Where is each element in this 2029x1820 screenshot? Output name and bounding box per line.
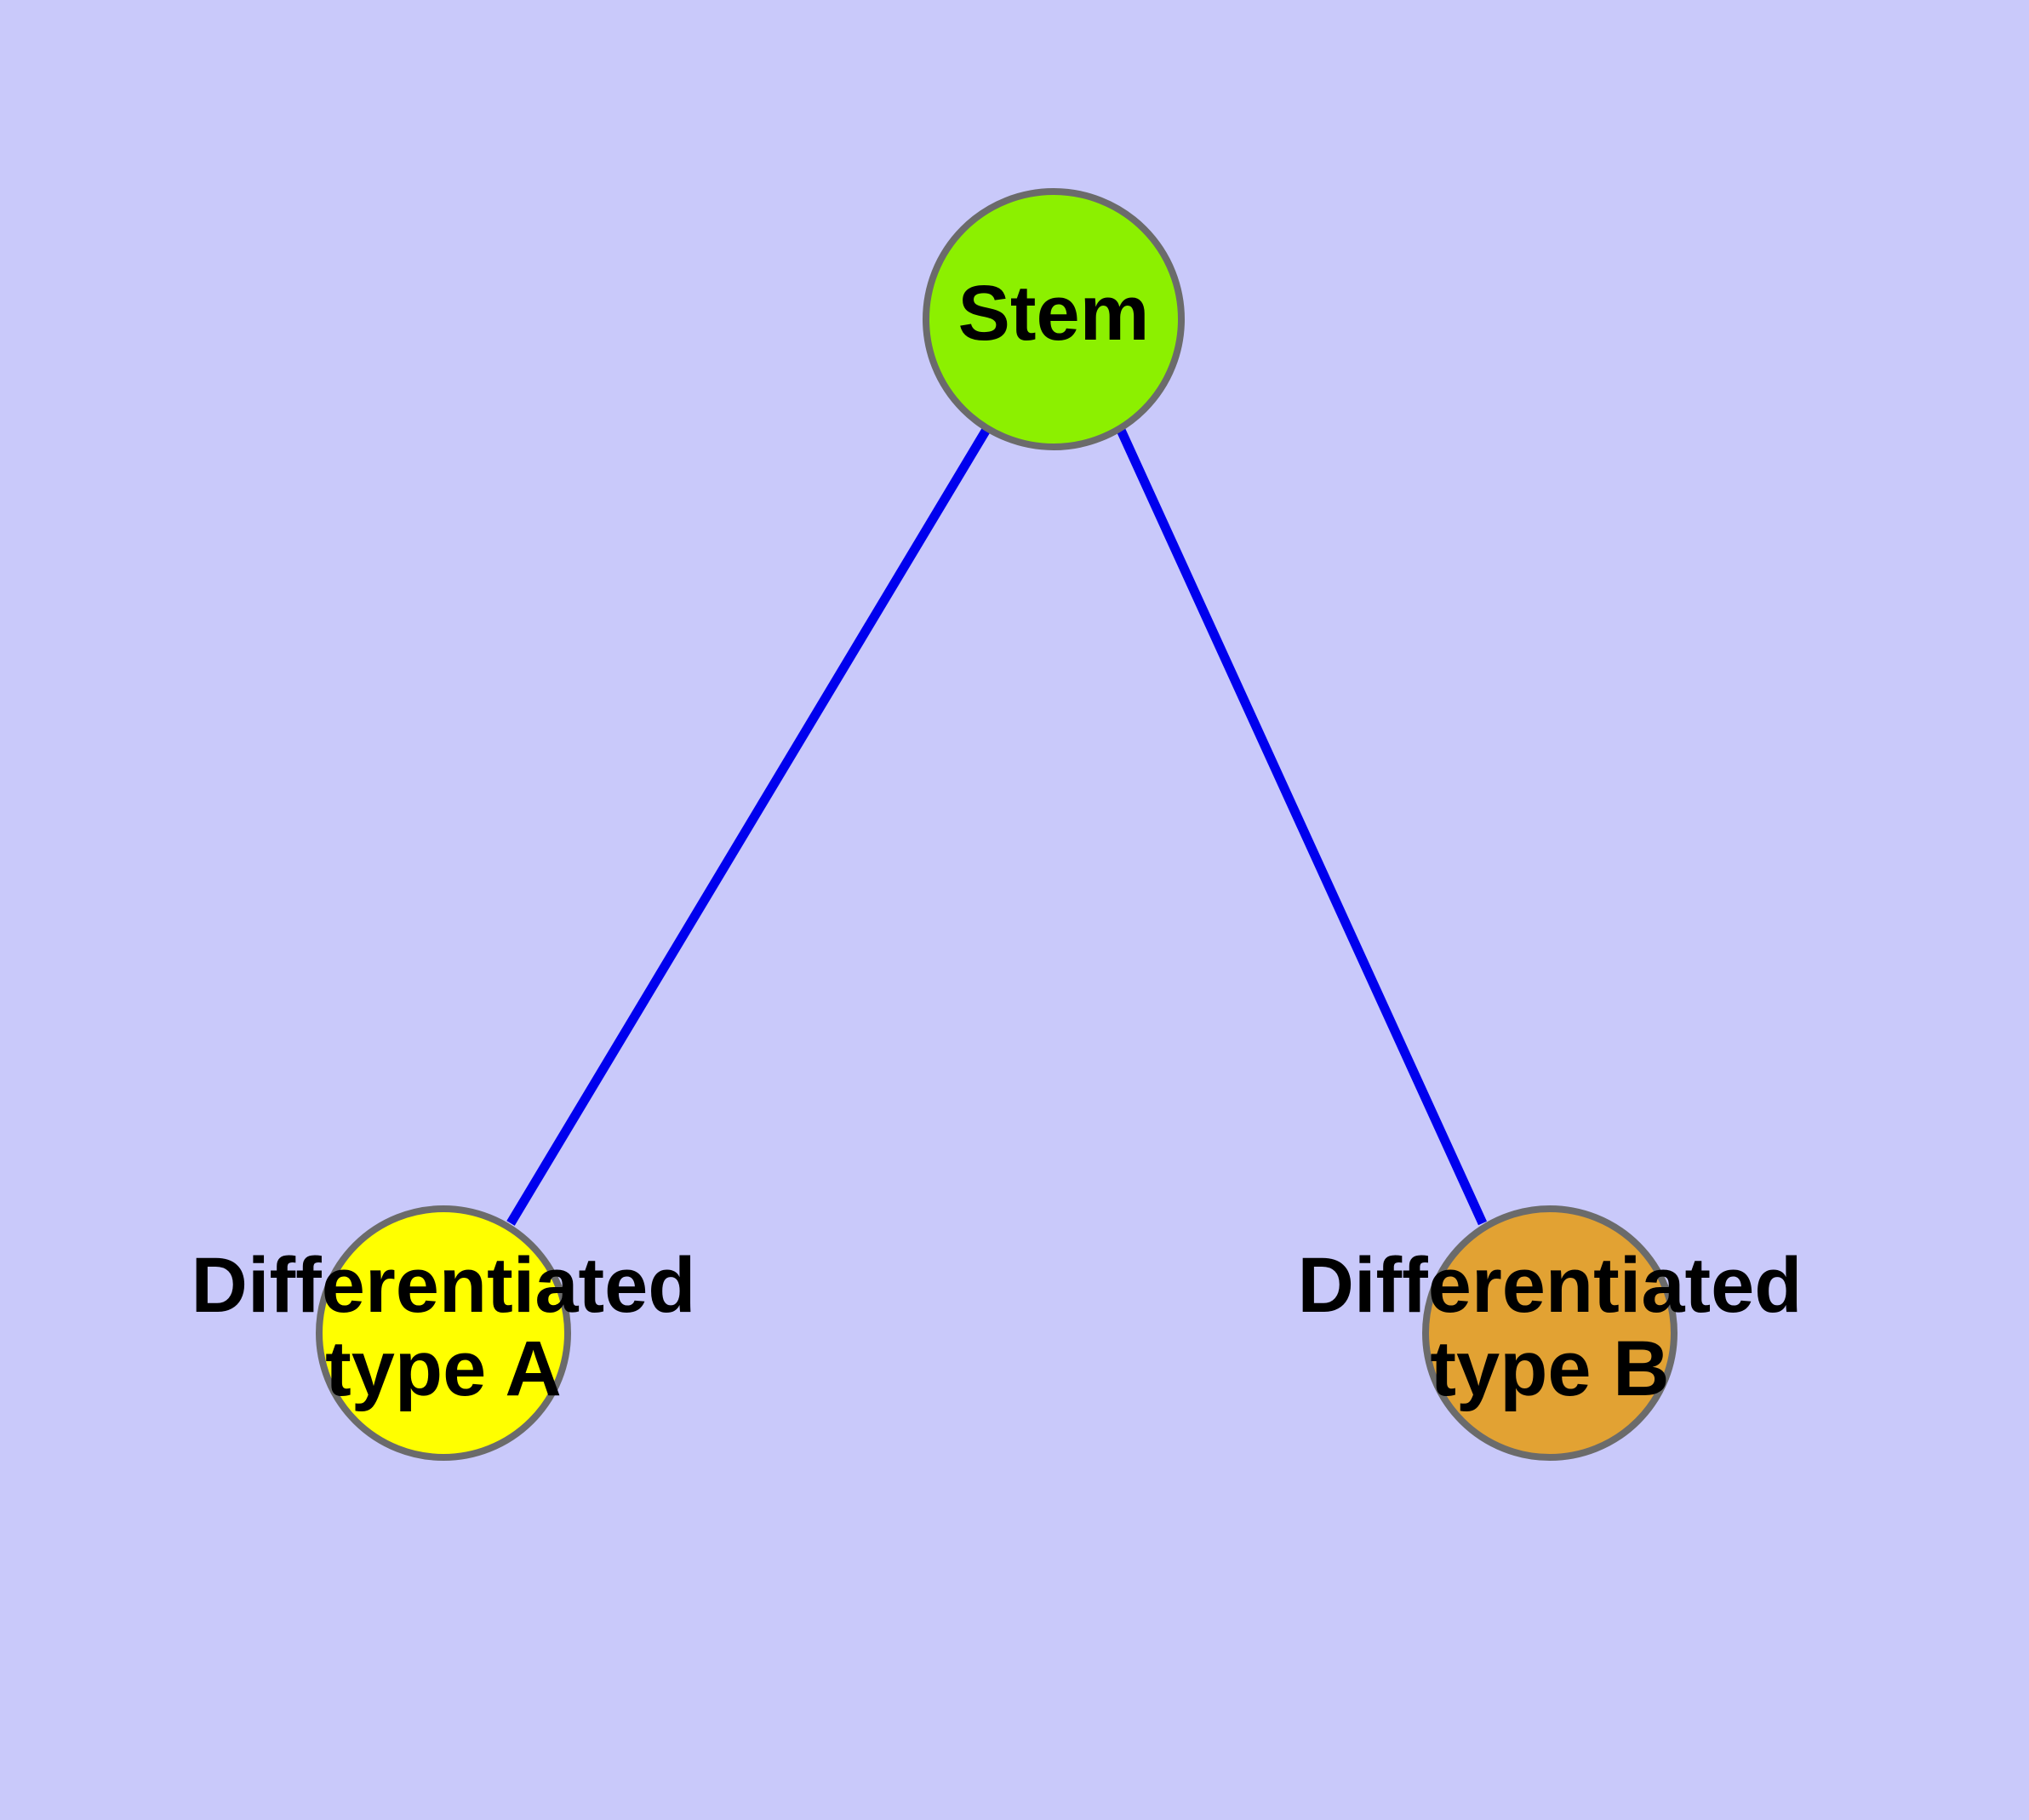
node-stem-label: Stem xyxy=(958,270,1150,357)
edge-group xyxy=(506,426,1488,1226)
node-stem[interactable]: Stem xyxy=(923,188,1185,450)
node-differentiated-a-circle[interactable] xyxy=(316,1205,571,1461)
edge-stem-to-differentiated-b[interactable] xyxy=(1115,426,1488,1226)
node-stem-circle[interactable] xyxy=(923,188,1185,450)
node-differentiated-b-circle[interactable] xyxy=(1422,1205,1677,1461)
edge-stem-to-differentiated-a[interactable] xyxy=(506,426,992,1226)
